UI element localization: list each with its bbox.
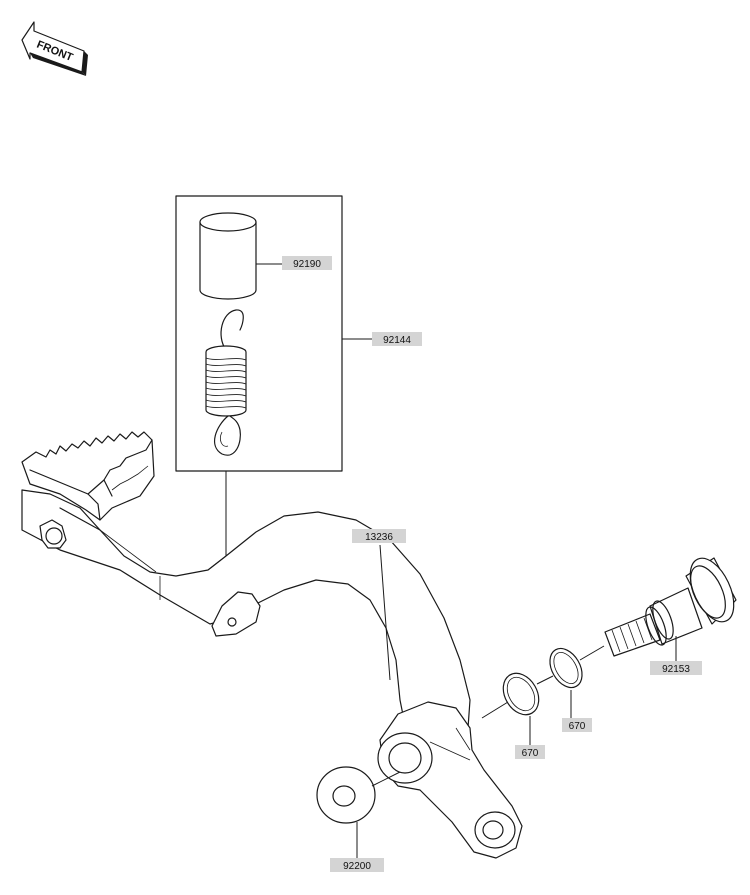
pivot-bolt-part xyxy=(604,557,737,661)
part-number-670-outer: 670 xyxy=(522,748,539,759)
part-tag-670-inner[interactable]: 670 xyxy=(562,718,592,732)
washer-part xyxy=(316,766,401,858)
part-tag-670-outer[interactable]: 670 xyxy=(515,745,545,759)
part-tag-92153[interactable]: 92153 xyxy=(650,661,702,675)
o-ring-inner-part xyxy=(536,645,605,718)
part-number-92200: 92200 xyxy=(343,861,371,872)
footpeg-part xyxy=(21,431,155,521)
part-number-670-inner: 670 xyxy=(569,721,586,732)
part-tag-92190[interactable]: 92190 xyxy=(282,256,332,270)
spring-assembly-box xyxy=(175,195,343,472)
spring-part xyxy=(205,309,247,456)
part-tag-92144[interactable]: 92144 xyxy=(372,332,422,346)
part-number-92153: 92153 xyxy=(662,664,690,675)
o-ring-outer-part xyxy=(481,672,540,745)
brake-pedal-part xyxy=(21,489,523,859)
front-arrow-icon: FRONT xyxy=(21,21,88,76)
part-tag-92200[interactable]: 92200 xyxy=(330,858,384,872)
part-number-92144: 92144 xyxy=(383,335,411,346)
part-number-92190: 92190 xyxy=(293,259,321,270)
part-tag-13236[interactable]: 13236 xyxy=(352,529,406,543)
sleeve-part xyxy=(199,212,283,300)
part-number-13236: 13236 xyxy=(365,532,393,543)
